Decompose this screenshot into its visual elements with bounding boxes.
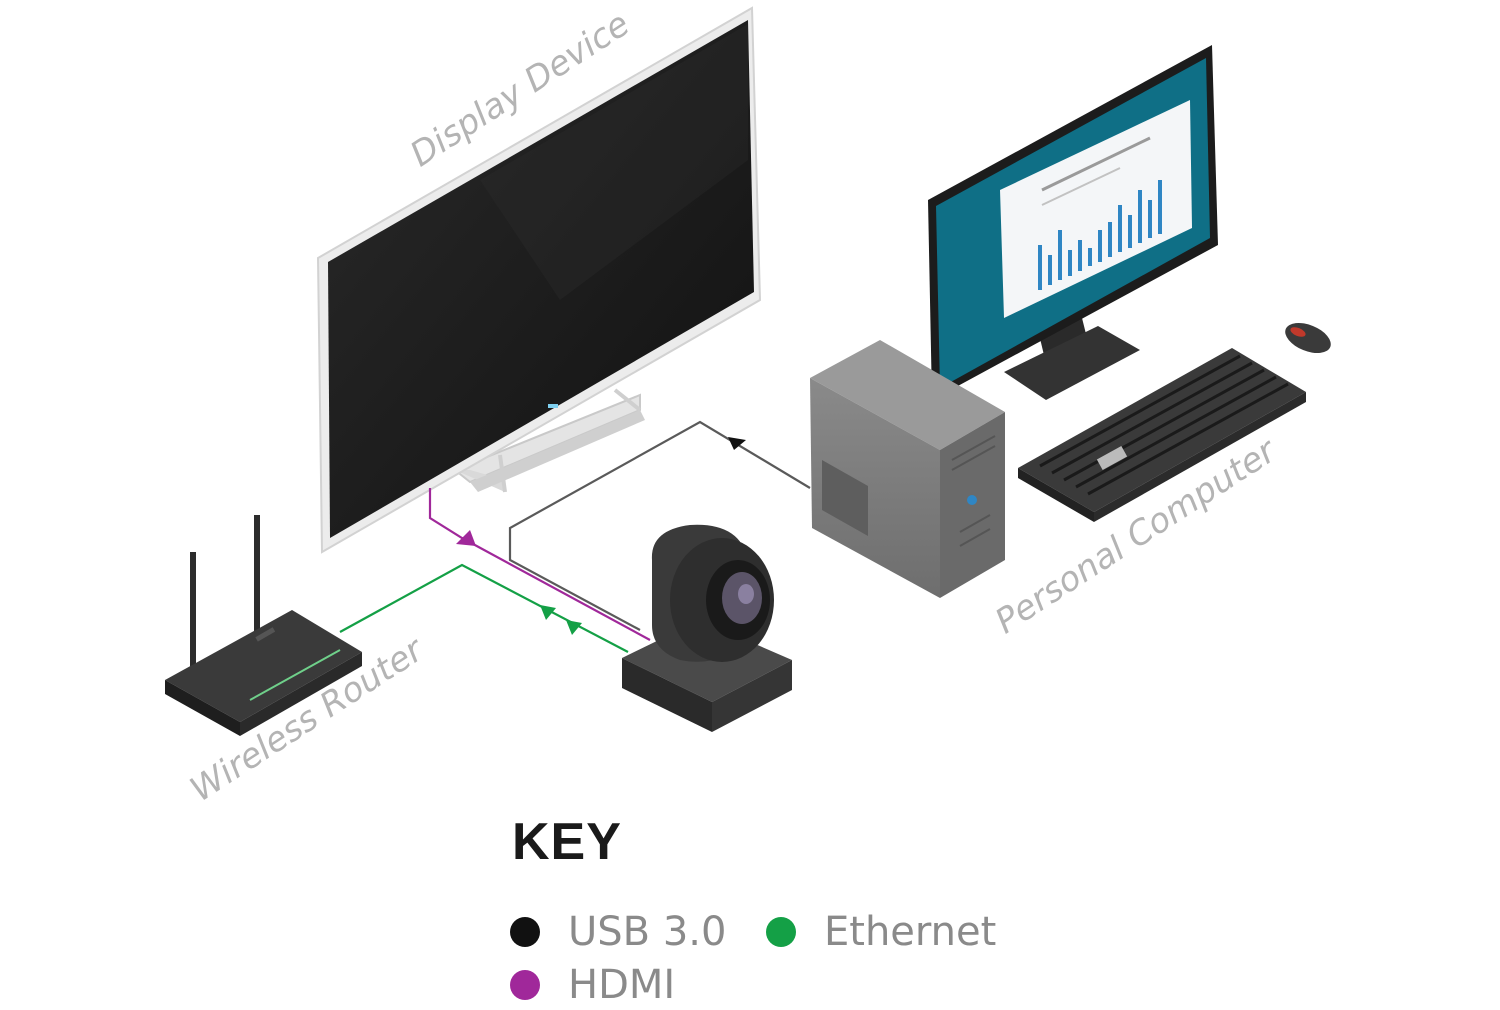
router-antenna-right	[254, 515, 260, 640]
monitor-base	[1004, 326, 1140, 400]
legend-label-hdmi: HDMI	[568, 962, 676, 1008]
router-top	[165, 610, 362, 722]
tower-power-light	[967, 495, 977, 505]
personal-computer	[810, 45, 1331, 598]
legend-label-ethernet: Ethernet	[824, 909, 997, 955]
ethernet-arrow-1	[540, 605, 556, 620]
legend-item-ethernet: Ethernet	[766, 907, 996, 957]
legend-dot-usb	[510, 917, 540, 947]
legend-dot-hdmi	[510, 970, 540, 1000]
ethernet-cable	[339, 563, 629, 653]
keyboard-top	[1018, 348, 1306, 512]
usb-arrow	[728, 437, 746, 450]
legend-title: KEY	[512, 813, 622, 871]
legend-item-hdmi: HDMI	[510, 960, 675, 1010]
ptz-camera	[622, 524, 792, 732]
wireless-router	[165, 515, 362, 736]
keyboard-keys	[1039, 354, 1289, 496]
legend-dot-ethernet	[766, 917, 796, 947]
router-antenna-left	[190, 552, 196, 672]
tv-screen	[328, 20, 754, 538]
hdmi-cable	[428, 488, 651, 641]
tower-side	[810, 378, 940, 598]
legend-label-usb: USB 3.0	[568, 909, 727, 955]
display-device	[316, 6, 762, 554]
cables	[339, 420, 811, 653]
tv-status-light	[548, 404, 558, 408]
ethernet-arrow-2	[566, 620, 582, 635]
tv-stand	[453, 388, 645, 493]
mouse	[1285, 322, 1331, 354]
monitor-chart-bars	[1038, 180, 1162, 290]
hdmi-arrow	[456, 530, 476, 546]
legend-item-usb: USB 3.0	[510, 907, 726, 957]
tower-top	[810, 340, 1005, 450]
